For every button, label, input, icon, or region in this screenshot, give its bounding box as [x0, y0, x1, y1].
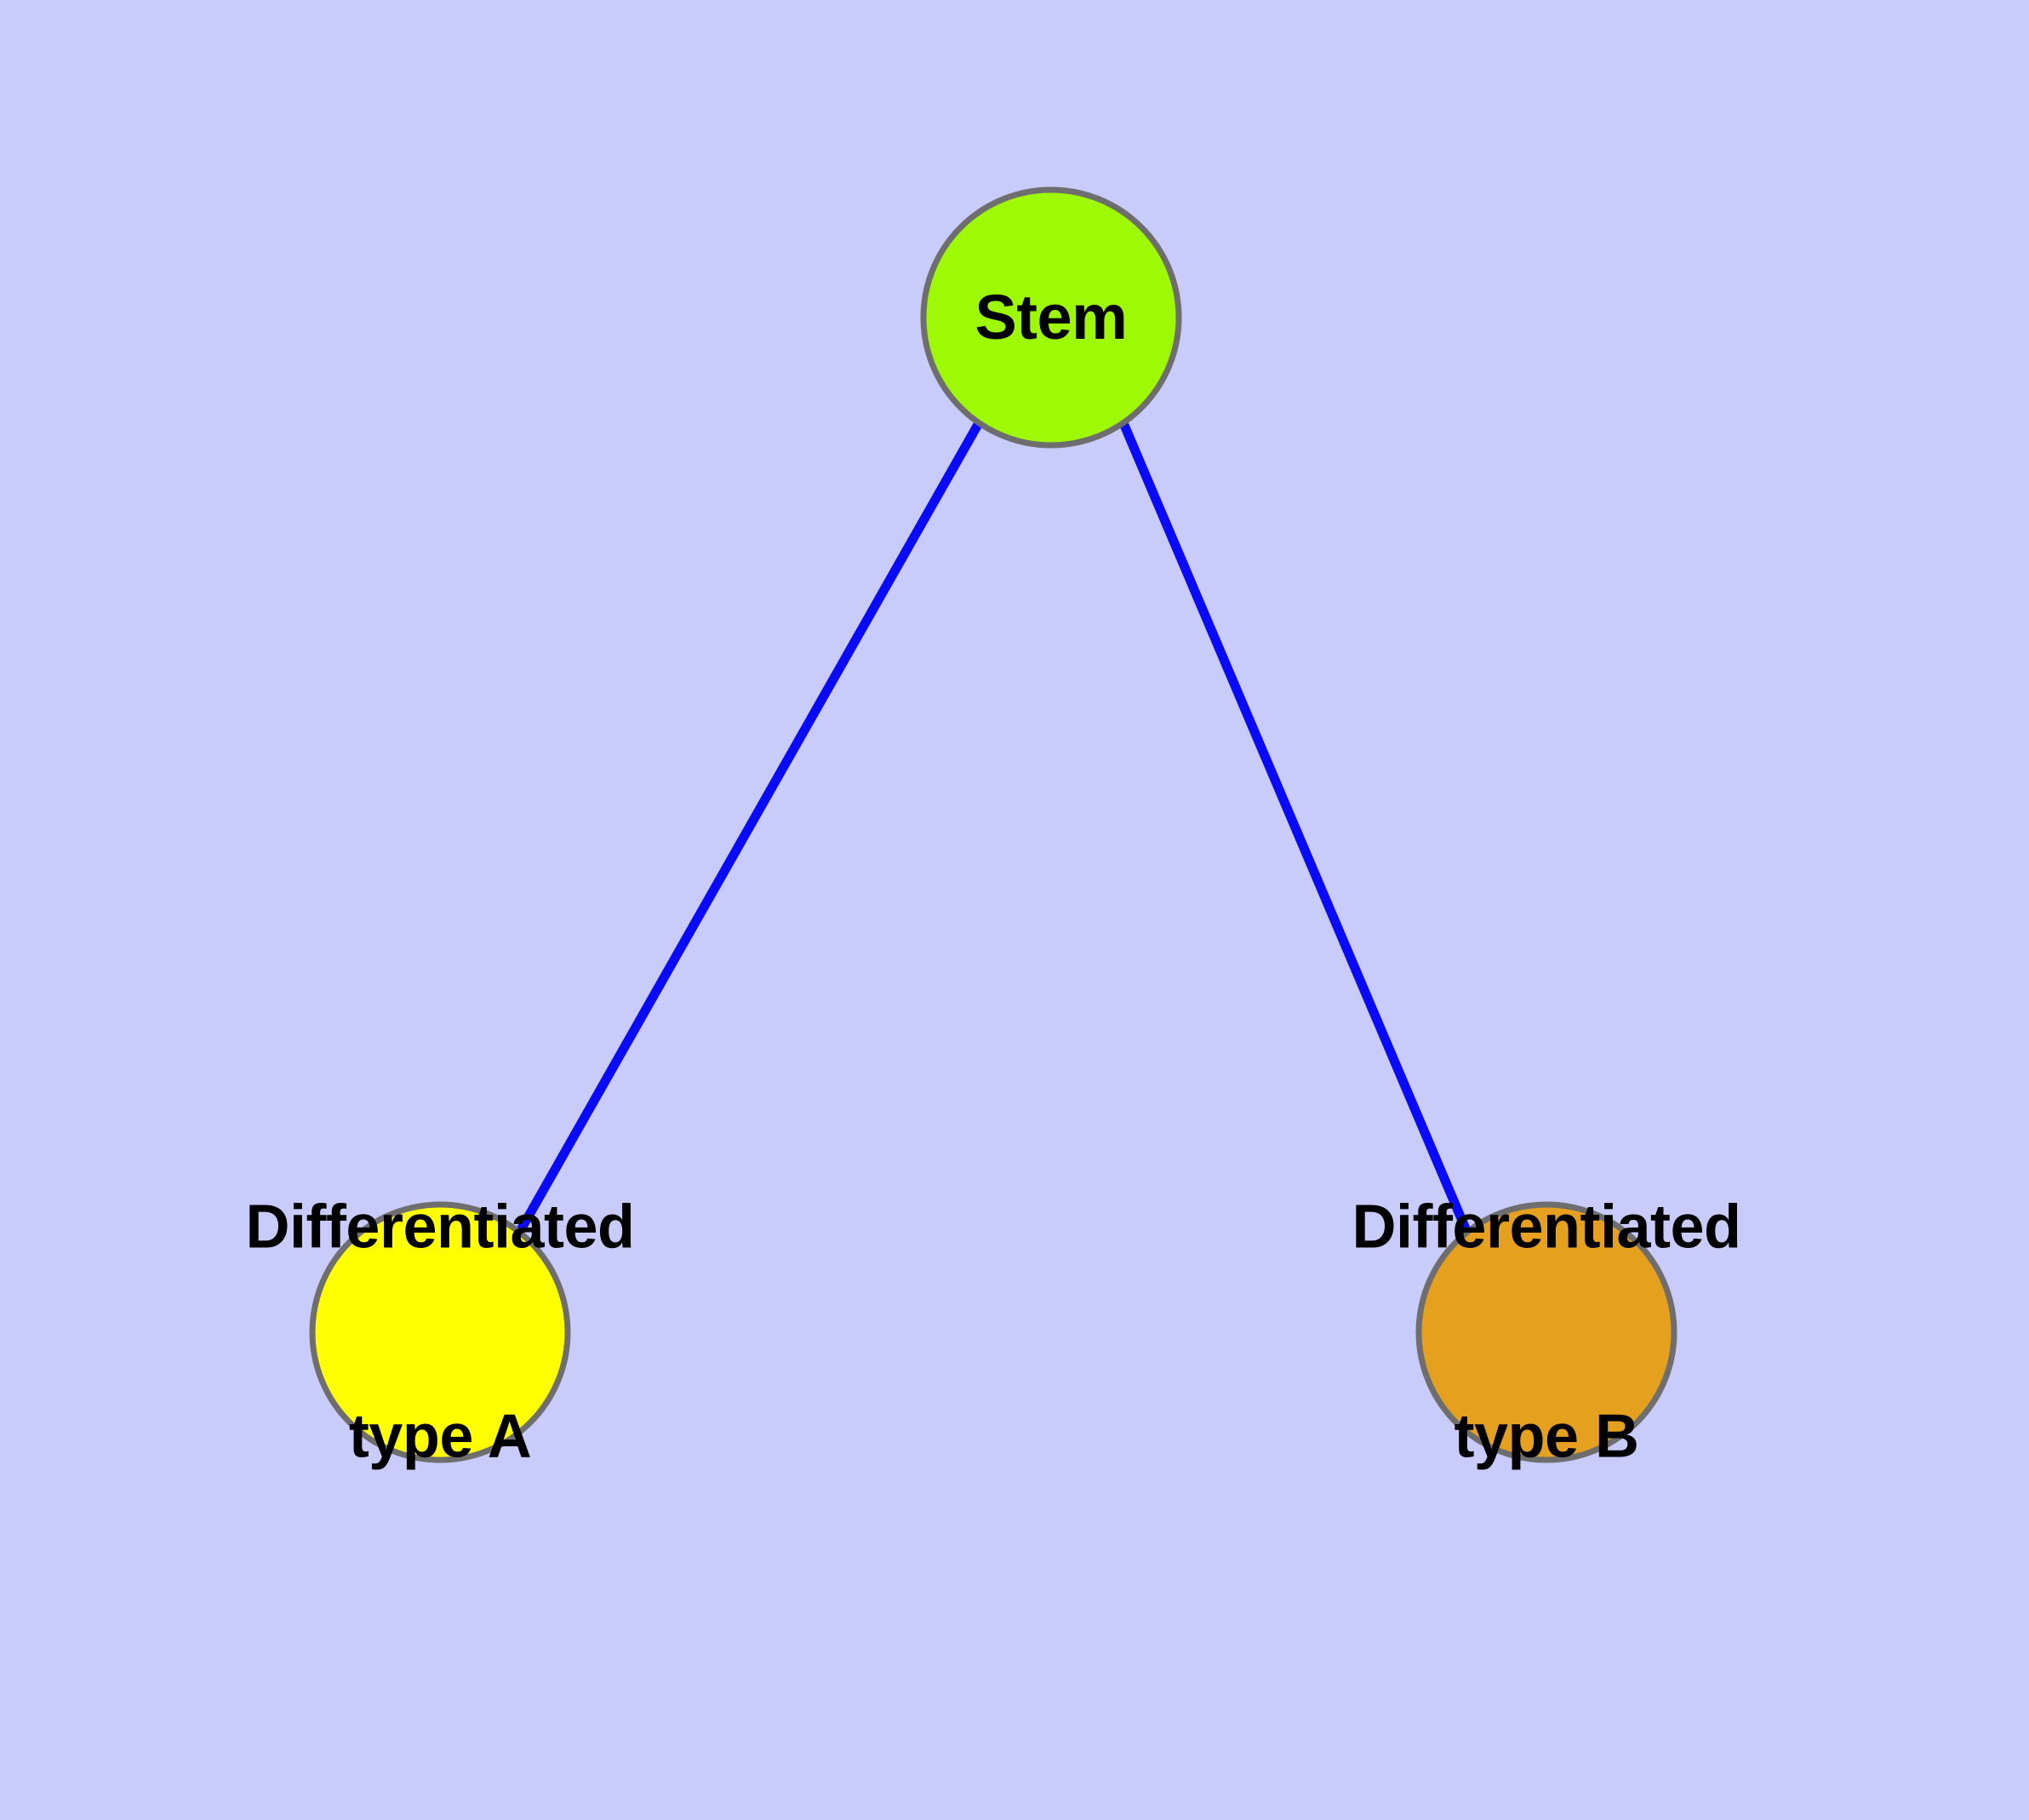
edge-layer — [515, 421, 1472, 1235]
edge-stem-to-differentiated-type-b — [1118, 421, 1472, 1235]
node-differentiated-type-b[interactable] — [1415, 1201, 1677, 1463]
node-stem[interactable] — [920, 186, 1182, 449]
node-layer — [309, 186, 1677, 1463]
node-differentiated-type-a[interactable] — [309, 1201, 571, 1463]
edge-stem-to-differentiated-type-a — [515, 421, 983, 1235]
